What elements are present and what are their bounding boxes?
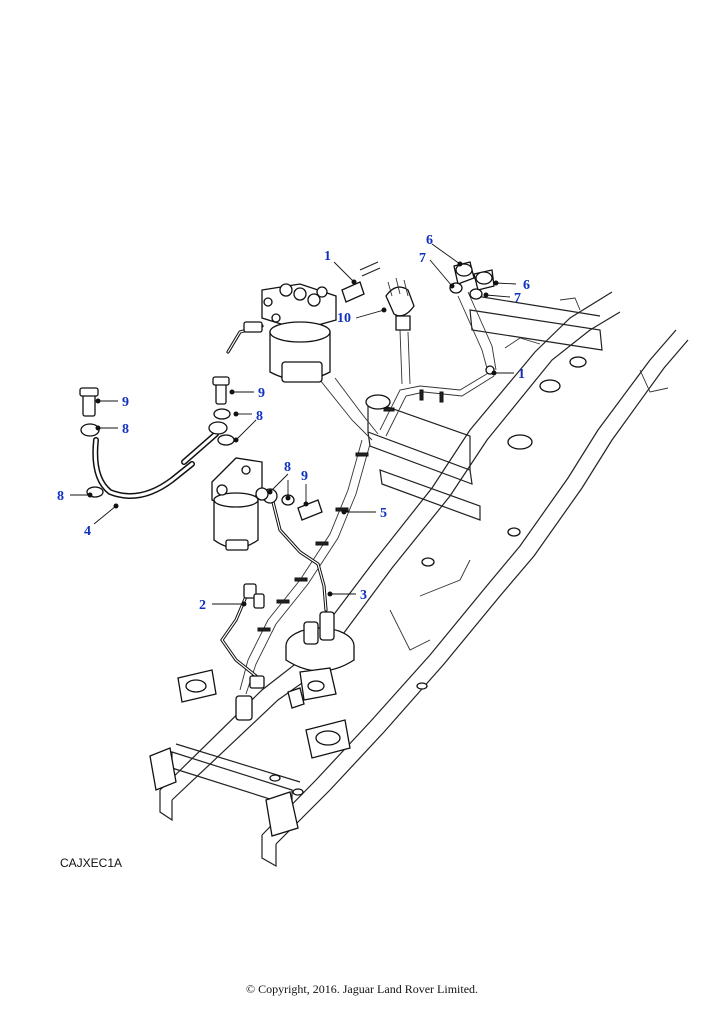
copyright-notice: © Copyright, 2016. Jaguar Land Rover Lim… [245, 982, 479, 996]
callout-8-filter: 8 [284, 460, 291, 475]
sealing-caps [449, 261, 495, 300]
fuel-filter-secondary [211, 457, 263, 551]
callout-1-right: 1 [518, 367, 525, 382]
callout-7-right: 7 [514, 291, 521, 306]
fuel-pipe-2 [220, 583, 265, 721]
callout-8-left-top: 8 [122, 422, 129, 437]
leader-lines [70, 243, 517, 607]
callout-2: 2 [199, 598, 206, 613]
callout-6-right: 6 [523, 278, 530, 293]
lift-pump [285, 611, 355, 709]
callout-9-left: 9 [122, 395, 129, 410]
fuel-hose-left [79, 376, 235, 499]
callout-5: 5 [380, 506, 387, 521]
callout-labels: 1 1 2 3 4 5 6 6 7 7 8 8 8 8 9 9 9 10 [57, 233, 530, 613]
callout-6-top: 6 [426, 233, 433, 248]
fuel-lines [239, 291, 497, 695]
callout-8-center: 8 [256, 409, 263, 424]
callout-8-left-bottom: 8 [57, 489, 64, 504]
callout-9-center: 9 [258, 386, 265, 401]
fuel-pipe-3 [255, 487, 328, 612]
callout-3: 3 [360, 588, 367, 603]
fuel-filter-main [226, 283, 337, 383]
banjo-bolt-top [341, 261, 381, 303]
callout-4: 4 [84, 524, 91, 539]
diagram-code: CAJXEC1A [60, 856, 123, 870]
callout-10: 10 [337, 311, 351, 326]
hose-clip [385, 277, 415, 331]
callout-9-filter: 9 [301, 469, 308, 484]
callout-7-left: 7 [419, 251, 426, 266]
callout-1-top: 1 [324, 249, 331, 264]
chassis-frame [149, 291, 689, 868]
